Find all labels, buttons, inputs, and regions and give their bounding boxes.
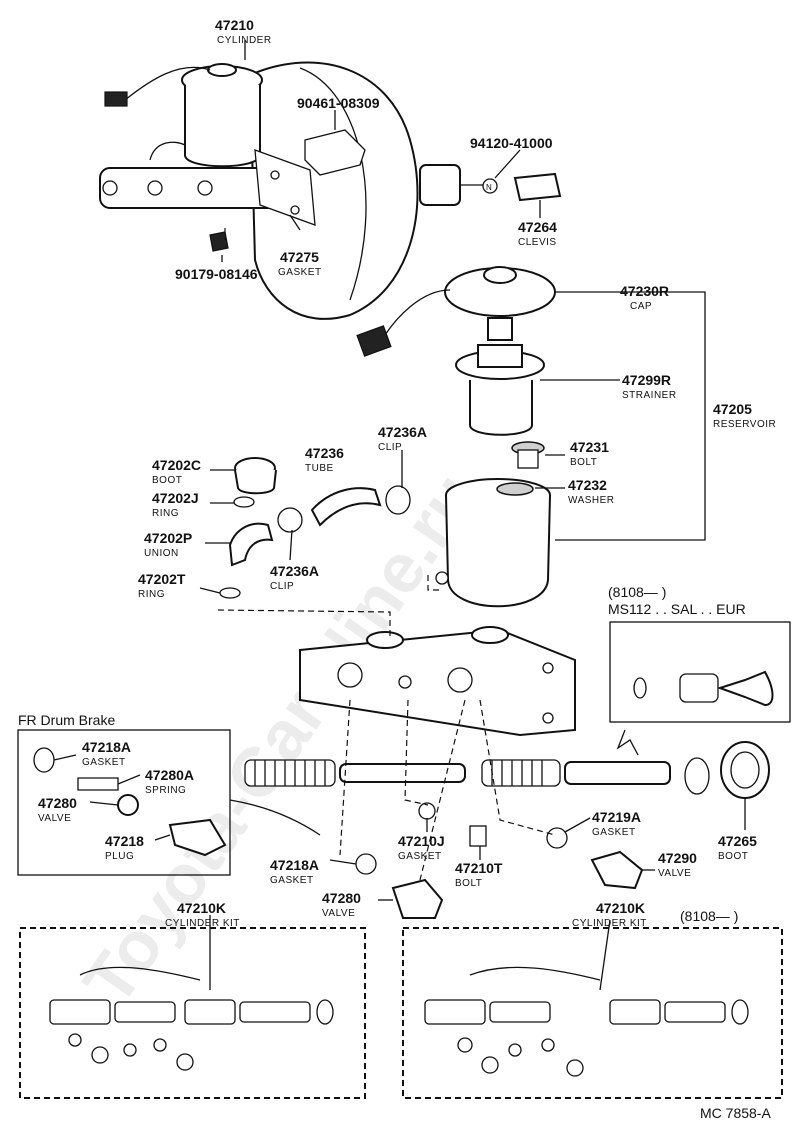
callout-47219A-number: 47219A [592, 809, 641, 825]
ring-47202J [233, 496, 255, 508]
master-cylinder-body [299, 626, 576, 737]
callout-90461-number: 90461-08309 [297, 95, 380, 111]
tube-47236 [310, 487, 382, 527]
boot-47265 [720, 741, 770, 799]
callout-47280-lower-name: VALVE [322, 908, 355, 919]
valve-47290 [590, 850, 644, 890]
callout-47202J-number: 47202J [152, 490, 199, 506]
variant-box [609, 621, 791, 756]
gasket-47275 [254, 149, 316, 226]
callout-47202C-number: 47202C [152, 457, 201, 473]
callout-47236A-lower-number: 47236A [270, 563, 319, 579]
callout-47290-number: 47290 [658, 850, 697, 866]
callout-47280-lower-number: 47280 [322, 890, 361, 906]
callout-47230R-number: 47230R [620, 283, 669, 299]
callout-47210T-name: BOLT [455, 878, 482, 889]
callout-47275-name: GASKET [278, 267, 322, 278]
callout-47210-number: 47210 [215, 17, 254, 33]
callout-47265-name: BOOT [718, 851, 748, 862]
callout-47202C-name: BOOT [152, 475, 182, 486]
bracket-90461 [304, 129, 366, 176]
callout-47202P-name: UNION [144, 548, 179, 559]
piston-springs-row [244, 757, 710, 795]
fr-drum-box [17, 729, 321, 876]
ring-47202T [219, 587, 241, 599]
gasket-47219A [546, 827, 568, 849]
clip-47236A-upper [385, 485, 411, 515]
callout-47218A-box-number: 47218A [82, 739, 131, 755]
callout-47236A-upper-number: 47236A [378, 424, 427, 440]
callout-47218A-lower-number: 47218A [270, 857, 319, 873]
callout-94120-number: 94120-41000 [470, 135, 553, 151]
callout-47299R-name: STRAINER [622, 390, 677, 401]
watermark: Toyota-Car-Nine.ru [68, 459, 493, 1019]
diagram-code: MC 7858-A [700, 1105, 771, 1121]
bolt-47210T [469, 825, 487, 847]
variant-line1: (8108— ) [608, 584, 666, 600]
gasket-47218A-lower [355, 853, 377, 875]
callout-47218-name: PLUG [105, 851, 134, 862]
callout-47205-name: RESERVOIR [713, 419, 776, 430]
callout-47205-number: 47205 [713, 401, 752, 417]
gasket-47210J [418, 802, 436, 820]
valve-47280-lower [391, 878, 444, 919]
callout-47280-box-number: 47280 [38, 795, 77, 811]
cylinder-47210 [99, 63, 301, 209]
callout-47236A-lower-name: CLIP [270, 581, 294, 592]
callout-47210-name: CYLINDER [217, 35, 272, 46]
callout-47210J-name: GASKET [398, 851, 442, 862]
svg-text:N: N [486, 183, 492, 192]
callout-47210K-right-name: CYLINDER KIT [572, 918, 647, 929]
callout-47210K-left-number: 47210K [177, 900, 226, 916]
callout-47290-name: VALVE [658, 868, 691, 879]
callout-47280A-name: SPRING [145, 785, 186, 796]
callout-47210K-right-number: 47210K [596, 900, 645, 916]
cylinder-kit-box-1 [19, 927, 366, 1099]
kit2-date: (8108— ) [680, 908, 738, 924]
brake-booster [248, 61, 485, 320]
callout-47236A-upper-name: CLIP [378, 442, 402, 453]
clip-47236A-lower [277, 507, 303, 533]
callout-47264-number: 47264 [518, 219, 557, 235]
callout-47264-name: CLEVIS [518, 237, 557, 248]
nut-94120: N [482, 178, 498, 194]
callout-47202J-name: RING [152, 508, 179, 519]
callout-47218-number: 47218 [105, 833, 144, 849]
callout-47280-box-name: VALVE [38, 813, 71, 824]
callout-47219A-name: GASKET [592, 827, 636, 838]
variant-line2: MS112 . . SAL . . EUR [608, 601, 746, 617]
callout-47210J-number: 47210J [398, 833, 445, 849]
callout-90179-number: 90179-08146 [175, 266, 258, 282]
callout-47218A-lower-name: GASKET [270, 875, 314, 886]
callout-47275-number: 47275 [280, 249, 319, 265]
callout-47210T-number: 47210T [455, 860, 503, 876]
callout-47236-number: 47236 [305, 445, 344, 461]
callout-47231-number: 47231 [570, 439, 609, 455]
callout-47231-name: BOLT [570, 457, 597, 468]
cap-47230R [356, 266, 556, 357]
cylinder-kit-box-2 [402, 927, 783, 1099]
callout-47202T-number: 47202T [138, 571, 186, 587]
clevis-47264 [513, 172, 562, 202]
callout-47210K-left-name: CYLINDER KIT [165, 918, 240, 929]
boot-47202C [234, 457, 277, 495]
fr-drum-title: FR Drum Brake [18, 712, 115, 728]
union-47202P [228, 522, 274, 567]
strainer-47299R [455, 344, 545, 436]
callout-47202P-number: 47202P [144, 530, 192, 546]
callout-47265-number: 47265 [718, 833, 757, 849]
callout-47236-name: TUBE [305, 463, 334, 474]
callout-47280A-number: 47280A [145, 767, 194, 783]
callout-47230R-name: CAP [630, 301, 652, 312]
callout-47232-name: WASHER [568, 495, 615, 506]
callout-47218A-box-name: GASKET [82, 757, 126, 768]
callout-47232-number: 47232 [568, 477, 607, 493]
callout-47202T-name: RING [138, 589, 165, 600]
nut-90179 [209, 231, 229, 252]
reservoir-47205 [435, 478, 551, 608]
bolt-47231 [511, 441, 545, 469]
callout-47299R-number: 47299R [622, 372, 671, 388]
